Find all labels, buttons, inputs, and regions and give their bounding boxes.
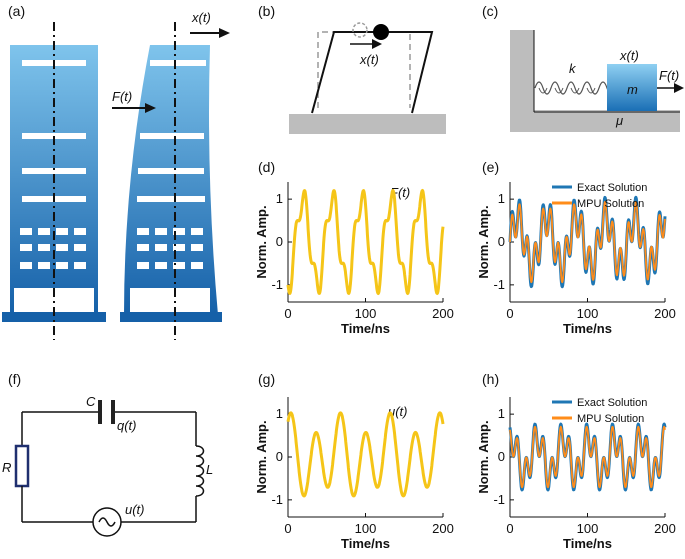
- mpu-solution-line: [509, 200, 666, 284]
- arrow-force-a: [112, 103, 156, 113]
- label-q: q(t): [117, 418, 137, 433]
- x-tick-label: 100: [355, 521, 377, 536]
- label-force-c: F(t): [659, 68, 679, 83]
- panel-c-label: (c): [482, 3, 498, 19]
- x-tick-label: 0: [506, 521, 513, 536]
- y-axis-label: Norm. Amp.: [254, 420, 269, 493]
- label-l: L: [206, 462, 213, 477]
- chart-h-label: (h): [482, 371, 499, 387]
- legend-entry: Exact Solution: [577, 397, 647, 409]
- x-axis-label: Time/ns: [341, 321, 390, 336]
- y-tick-label: -1: [271, 277, 283, 292]
- x-tick-label: 0: [284, 521, 291, 536]
- label-u: u(t): [125, 502, 145, 517]
- x-tick-label: 100: [577, 521, 599, 536]
- x-axis-label: Time/ns: [563, 321, 612, 336]
- label-c: C: [86, 394, 96, 409]
- x-tick-label: 0: [506, 306, 513, 321]
- x-tick-label: 200: [432, 521, 454, 536]
- y-tick-label: 0: [276, 449, 283, 464]
- chart-d-label: (d): [258, 159, 275, 175]
- panel-a-label: (a): [8, 3, 25, 19]
- y-axis-label: Norm. Amp.: [254, 205, 269, 278]
- y-tick-label: -1: [271, 492, 283, 507]
- panel-f-label: (f): [8, 371, 21, 387]
- y-axis-label: Norm. Amp.: [476, 205, 491, 278]
- signal-line: [286, 189, 445, 295]
- building-static: [2, 22, 106, 340]
- legend-entry: Exact Solution: [577, 182, 647, 194]
- label-k: k: [569, 61, 577, 76]
- label-mu: μ: [615, 113, 623, 128]
- x-axis-label: Time/ns: [563, 536, 612, 551]
- building-deformed: [120, 22, 222, 340]
- label-x-b: x(t): [359, 52, 379, 67]
- label-r: R: [2, 460, 11, 475]
- spring-mass-diagram: [510, 30, 684, 132]
- frame-diagram: [289, 22, 446, 134]
- x-tick-label: 0: [284, 306, 291, 321]
- label-force-a: F(t): [112, 89, 132, 104]
- signal-line: [286, 411, 445, 498]
- legend-entry: MPU Solution: [577, 198, 644, 210]
- arrow-x-a: [190, 28, 230, 38]
- x-tick-label: 200: [654, 521, 676, 536]
- x-tick-label: 100: [355, 306, 377, 321]
- y-tick-label: -1: [493, 277, 505, 292]
- x-tick-label: 100: [577, 306, 599, 321]
- legend-entry: MPU Solution: [577, 413, 644, 425]
- y-tick-label: 0: [276, 234, 283, 249]
- y-tick-label: 0: [498, 449, 505, 464]
- y-tick-label: 0: [498, 234, 505, 249]
- y-tick-label: -1: [493, 492, 505, 507]
- mpu-solution-line: [509, 425, 666, 489]
- x-tick-label: 200: [432, 306, 454, 321]
- y-tick-label: 1: [498, 191, 505, 206]
- y-tick-label: 1: [276, 191, 283, 206]
- label-x-a: x(t): [191, 10, 211, 25]
- chart-g-label: (g): [258, 371, 275, 387]
- x-axis-label: Time/ns: [341, 536, 390, 551]
- label-m: m: [627, 82, 638, 97]
- panel-b-label: (b): [258, 3, 275, 19]
- y-tick-label: 1: [498, 406, 505, 421]
- x-tick-label: 200: [654, 306, 676, 321]
- y-axis-label: Norm. Amp.: [476, 420, 491, 493]
- chart-e-label: (e): [482, 159, 499, 175]
- circuit-diagram: [14, 400, 205, 537]
- y-tick-label: 1: [276, 406, 283, 421]
- label-x-c: x(t): [619, 48, 639, 63]
